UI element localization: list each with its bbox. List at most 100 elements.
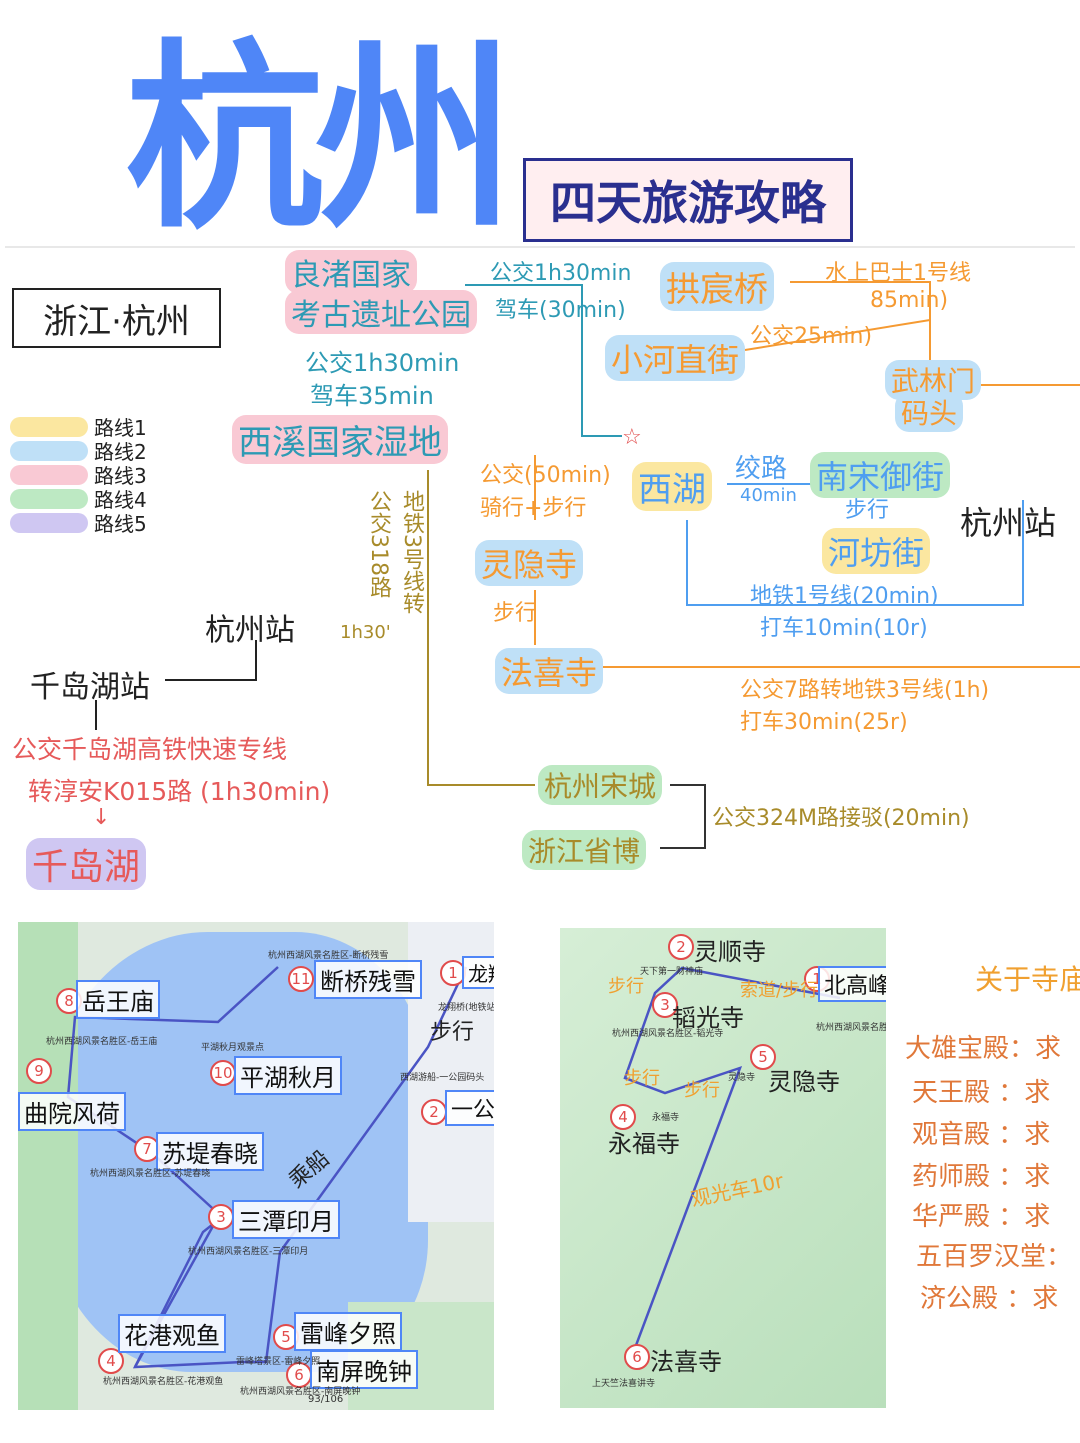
qiandao-node: 千岛湖 bbox=[26, 838, 147, 890]
temple-small-6: 杭州西湖风景名胜区-北高峰... bbox=[816, 1023, 886, 1033]
songcheng-transport: 公交324M路接驳(20min) bbox=[712, 806, 970, 831]
temple-guide-row-3: 观音殿 ：求 bbox=[912, 1120, 1051, 1150]
walk-label-1: 绞路 bbox=[735, 454, 788, 484]
hangzhou-station: 杭州站 bbox=[960, 504, 1057, 542]
route-line-liangzhu bbox=[465, 284, 622, 437]
gongchen-transport-2: 85min) bbox=[870, 288, 949, 313]
temple-map-bg bbox=[560, 928, 886, 1408]
temple-num-6: 6 bbox=[624, 1344, 650, 1370]
spot-label-11[interactable]: 断桥残雪 bbox=[314, 960, 422, 999]
spot-num-1: 1 bbox=[440, 960, 466, 986]
wulin-line2: 码头 bbox=[895, 392, 964, 432]
temple-note-1: 步行 bbox=[608, 976, 644, 997]
small-label-duanqiao: 杭州西湖风景名胜区-断桥残雪 bbox=[268, 951, 389, 961]
temple-label-1[interactable]: 北高峰索道 bbox=[818, 966, 886, 1002]
lingyin-node: 灵隐寺 bbox=[475, 540, 584, 586]
westlake-walk-note: 步行 bbox=[430, 1020, 475, 1045]
lingyin-transport-1: 公交(50min) bbox=[480, 463, 611, 488]
small-label-huagang: 杭州西湖风景名胜区-花港观鱼 bbox=[103, 1377, 224, 1387]
temple-guide-row-5: 华严殿 ：求 bbox=[912, 1202, 1051, 1232]
faxi-node: 法喜寺 bbox=[495, 648, 604, 694]
temple-label-5[interactable]: 灵隐寺 bbox=[768, 1068, 840, 1096]
vertical-transport-2: 地铁3号线转 bbox=[399, 490, 424, 614]
spot-label-1[interactable]: 龙翔桥站 bbox=[462, 956, 494, 989]
temple-label-4[interactable]: 永福寺 bbox=[608, 1130, 680, 1158]
faxi-transport-2: 打车30min(25r) bbox=[740, 710, 908, 735]
temple-small-3: 灵隐寺 bbox=[728, 1073, 756, 1083]
temple-num-5: 5 bbox=[750, 1044, 776, 1070]
spot-label-3[interactable]: 三潭印月 bbox=[232, 1200, 340, 1239]
star-icon: ☆ bbox=[622, 425, 642, 450]
xixi-transport-1: 公交1h30min bbox=[305, 349, 460, 377]
subtitle-box: 四天旅游攻略 bbox=[523, 158, 853, 242]
temple-note-3: 步行 bbox=[624, 1068, 660, 1089]
spot-label-5[interactable]: 雷峰夕照 bbox=[294, 1312, 402, 1351]
spot-num-4: 4 bbox=[98, 1348, 124, 1374]
spot-num-11: 11 bbox=[288, 966, 314, 992]
temple-guide-row-1: 大雄宝殿：求 bbox=[905, 1034, 1062, 1064]
small-label-yuewang: 杭州西湖风景名胜区-岳王庙 bbox=[46, 1037, 158, 1047]
temple-label-2[interactable]: 灵顺寺 bbox=[694, 938, 766, 966]
divider bbox=[5, 246, 1075, 248]
page-title: 杭州 bbox=[125, 23, 515, 256]
legend-label-1: 路线1 bbox=[94, 416, 147, 440]
spot-label-10[interactable]: 平湖秋月 bbox=[234, 1056, 342, 1095]
liangzhu-line1: 良渚国家 bbox=[285, 250, 417, 294]
temple-label-6[interactable]: 法喜寺 bbox=[650, 1348, 722, 1376]
temple-num-4: 4 bbox=[610, 1104, 636, 1130]
small-label-nanping: 杭州西湖风景名胜区-南屏晚钟 bbox=[240, 1387, 361, 1397]
small-label-yigongyuan: 西湖游船-一公园码头 bbox=[400, 1073, 485, 1083]
temple-num-3: 3 bbox=[652, 992, 678, 1018]
metro-label-1: 地铁1号线(20min) bbox=[750, 584, 939, 609]
spot-num-7: 7 bbox=[134, 1136, 160, 1162]
hefang-node: 河坊街 bbox=[822, 528, 931, 574]
qiandao-hangzhou-station: 杭州站 bbox=[205, 613, 295, 648]
gongchen-node: 拱宸桥 bbox=[660, 262, 774, 311]
spot-label-8[interactable]: 岳王庙 bbox=[76, 980, 160, 1019]
vertical-transport-3: 1h30' bbox=[340, 622, 391, 643]
walk-label-2: 40min bbox=[740, 485, 797, 506]
spot-num-2: 2 bbox=[421, 1099, 447, 1125]
nansong-node: 南宋御街 bbox=[810, 452, 951, 498]
legend-item-5: 路线5 bbox=[10, 508, 147, 537]
liangzhu-transport-1: 公交1h30min bbox=[490, 261, 632, 286]
xixi-node: 西溪国家湿地 bbox=[232, 415, 448, 464]
spot-num-10: 10 bbox=[210, 1060, 236, 1086]
legend-label-4: 路线4 bbox=[94, 488, 147, 512]
spot-label-6[interactable]: 南屏晚钟 bbox=[310, 1350, 418, 1389]
legend-label-5: 路线5 bbox=[94, 512, 147, 536]
qiandao-transport-2: 转淳安K015路 (1h30min) bbox=[28, 777, 331, 806]
lingyin-transport-2: 骑行+步行 bbox=[480, 496, 587, 521]
spot-label-2[interactable]: 一公园码头 bbox=[445, 1090, 494, 1126]
route-line-metro bbox=[686, 500, 1024, 606]
temple-guide-title: 关于寺庙 bbox=[975, 963, 1080, 996]
xixi-transport-2: 驾车35min bbox=[310, 382, 434, 410]
temple-guide-row-6: 五百罗汉堂： bbox=[916, 1242, 1073, 1272]
spot-label-9[interactable]: 曲院风荷 bbox=[18, 1092, 126, 1131]
small-label-leifeng: 雷峰塔景区-雷峰夕照 bbox=[236, 1357, 321, 1367]
temple-note-4: 步行 bbox=[684, 1080, 720, 1101]
temple-num-2: 2 bbox=[668, 934, 694, 960]
faxi-transport-1: 公交7路转地铁3号线(1h) bbox=[740, 678, 990, 703]
temple-label-3[interactable]: 韬光寺 bbox=[672, 1004, 744, 1032]
location-box: 浙江·杭州 bbox=[12, 288, 221, 348]
temple-guide-row-4: 药师殿 ：求 bbox=[912, 1162, 1051, 1192]
spot-num-9: 9 bbox=[26, 1058, 52, 1084]
temple-route bbox=[623, 966, 841, 1349]
legend-label-2: 路线2 bbox=[94, 440, 147, 464]
metro-label-2: 打车10min(10r) bbox=[760, 616, 928, 641]
legend-item-3: 路线3 bbox=[10, 460, 147, 489]
songcheng-node: 杭州宋城 bbox=[538, 765, 663, 805]
liangzhu-line2: 考古遗址公园 bbox=[285, 290, 477, 334]
spot-label-7[interactable]: 苏堤春晓 bbox=[156, 1132, 264, 1171]
page-counter: 93/106 bbox=[308, 1394, 344, 1405]
gongchen-transport-1: 水上巴士1号线 bbox=[825, 261, 971, 286]
legend-label-3: 路线3 bbox=[94, 464, 147, 488]
temple-guide-row-7: 济公殿 ：求 bbox=[920, 1284, 1059, 1314]
liangzhu-transport-2: 驾车(30min) bbox=[495, 298, 626, 323]
spot-label-4[interactable]: 花港观鱼 bbox=[118, 1314, 226, 1353]
small-label-sudi: 杭州西湖风景名胜区-苏堤春晓 bbox=[90, 1169, 211, 1179]
qd-line-v bbox=[255, 640, 257, 680]
small-label-pinghu: 平湖秋月观景点 bbox=[201, 1043, 265, 1053]
temple-small-4: 永福寺 bbox=[652, 1113, 680, 1123]
